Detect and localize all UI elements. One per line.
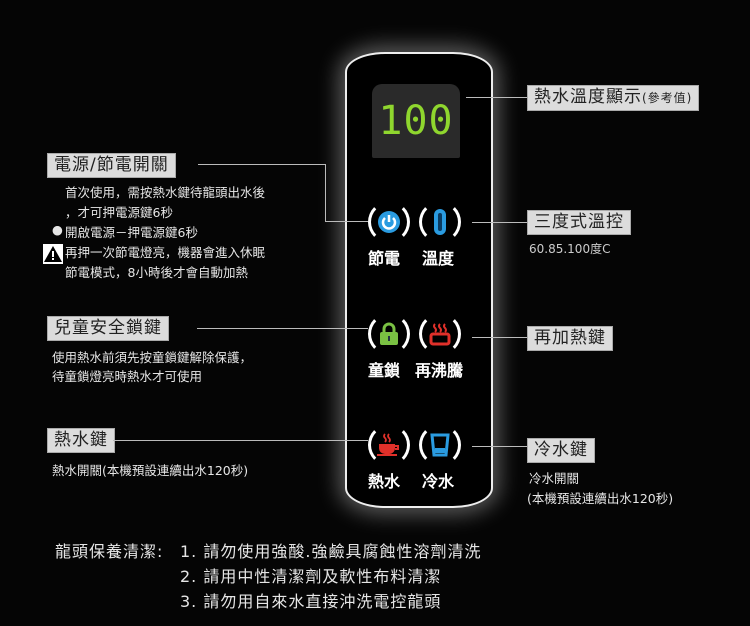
- cold-water-note: 冷水開關: [529, 471, 580, 486]
- connector-line: [197, 328, 368, 329]
- reheat-callout: 再加熱鍵: [527, 326, 613, 351]
- cold-water-callout: 冷水鍵: [527, 438, 595, 463]
- display-callout-title: 熱水溫度顯示: [534, 87, 642, 107]
- cold-water-note: (本機預設連續出水120秒): [527, 491, 674, 506]
- temperature-display: 100: [372, 84, 460, 158]
- temperature-note: 60.85.100度C: [529, 242, 611, 256]
- bullet-icon: ●: [52, 222, 63, 237]
- child-lock-note: 使用熱水前須先按童鎖鍵解除保護，: [52, 350, 253, 365]
- reboil-icon: [429, 323, 451, 346]
- hot-water-button[interactable]: [368, 424, 410, 466]
- connector-line: [113, 440, 368, 441]
- connector-line: [472, 222, 527, 223]
- power-switch-callout: 電源/節電開關: [47, 153, 176, 178]
- hot-water-label: 熱水: [368, 472, 401, 491]
- hot-cup-icon: [377, 433, 399, 456]
- power-button[interactable]: [368, 201, 410, 243]
- cold-water-button[interactable]: [419, 424, 461, 466]
- hot-water-note: 熱水開關(本機預設連續出水120秒): [52, 463, 249, 478]
- connector-line: [472, 337, 527, 338]
- cold-glass-icon: [430, 433, 450, 457]
- connector-line: [325, 221, 368, 222]
- maintenance-title: 龍頭保養清潔:: [55, 542, 164, 561]
- connector-line: [325, 164, 326, 222]
- child-lock-button[interactable]: [368, 313, 410, 355]
- connector-line: [466, 97, 527, 98]
- power-icon: [378, 211, 400, 233]
- temperature-callout: 三度式溫控: [527, 210, 631, 235]
- power-note: 開啟電源－押電源鍵6秒: [65, 225, 198, 240]
- power-note: ，才可押電源鍵6秒: [65, 205, 173, 220]
- child-lock-note: 待童鎖燈亮時熱水才可使用: [52, 369, 203, 384]
- temperature-button[interactable]: [419, 201, 461, 243]
- connector-line: [472, 446, 527, 447]
- maintenance-item: 3. 請勿用自來水直接沖洗電控龍頭: [180, 592, 442, 611]
- power-note: 再押一次節電燈亮，機器會進入休眠: [65, 245, 266, 260]
- power-note: 節電模式，8小時後才會自動加熱: [65, 265, 248, 280]
- thermometer-icon: [434, 209, 446, 235]
- power-label: 節電: [368, 249, 401, 268]
- child-lock-callout: 兒童安全鎖鍵: [47, 316, 169, 341]
- connector-line: [198, 164, 325, 165]
- hot-water-callout: 熱水鍵: [47, 428, 115, 453]
- power-note: 首次使用，需按熱水鍵待龍頭出水後: [65, 185, 266, 200]
- display-callout: 熱水溫度顯示(參考值): [527, 85, 700, 111]
- display-callout-note: (參考值): [642, 91, 693, 105]
- cold-water-label: 冷水: [422, 472, 455, 491]
- maintenance-item: 2. 請用中性清潔劑及軟性布料清潔: [180, 567, 442, 586]
- reboil-label: 再沸騰: [415, 361, 464, 380]
- maintenance-item: 1. 請勿使用強酸.強鹼具腐蝕性溶劑清洗: [180, 542, 482, 561]
- warning-icon: [43, 244, 63, 268]
- reboil-button[interactable]: [419, 313, 461, 355]
- child-lock-label: 童鎖: [368, 361, 401, 380]
- lock-icon: [380, 322, 398, 345]
- temperature-label: 溫度: [422, 249, 455, 268]
